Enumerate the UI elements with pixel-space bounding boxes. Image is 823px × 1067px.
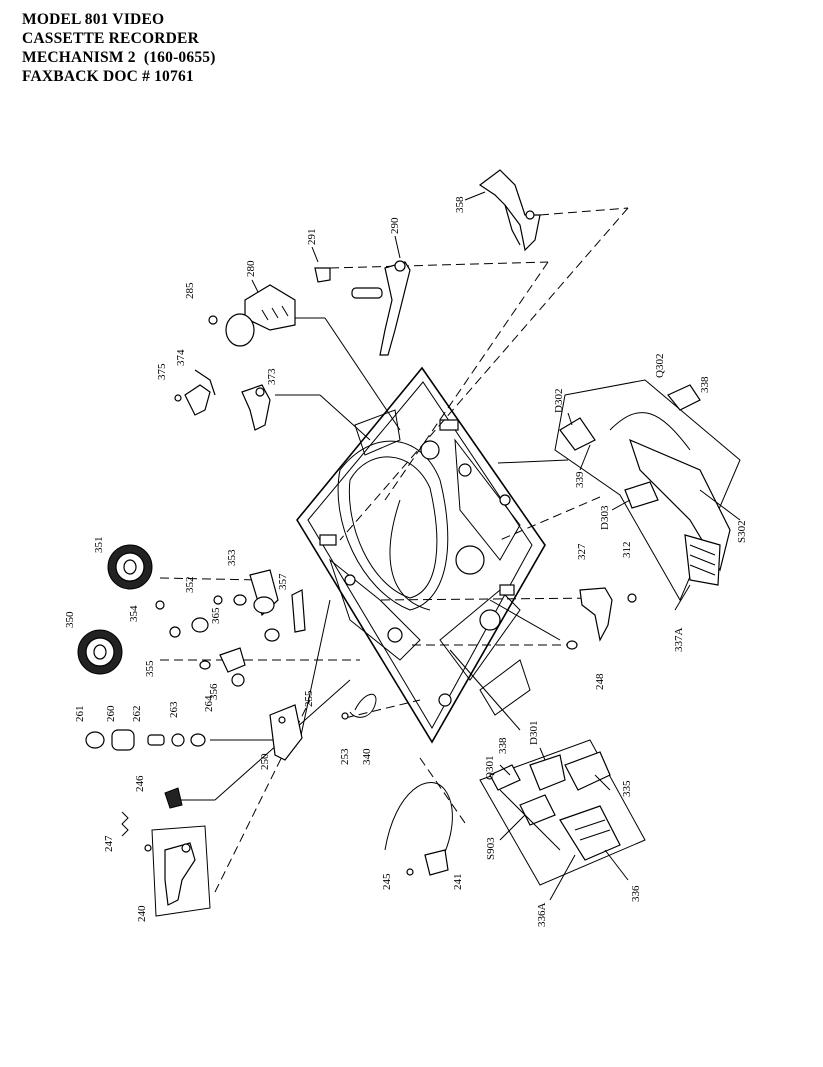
gear-350	[77, 629, 123, 675]
label-358: 358	[454, 196, 466, 213]
label-Q301: Q301	[484, 756, 496, 780]
label-247: 247	[103, 835, 115, 852]
part-280-spring-assy	[208, 284, 296, 347]
label-365: 365	[210, 607, 222, 624]
label-339: 339	[574, 471, 586, 488]
label-264: 264	[203, 695, 215, 712]
reel-assembly-parts	[155, 569, 306, 687]
label-373: 373	[266, 368, 278, 385]
label-354: 354	[128, 605, 140, 622]
label-353: 353	[226, 549, 238, 566]
label-261: 261	[74, 706, 86, 723]
label-S302: S302	[736, 520, 748, 543]
label-355: 355	[144, 660, 156, 677]
label-285: 285	[184, 282, 196, 299]
label-337A: 337A	[673, 628, 685, 653]
sensor-board-lower	[479, 739, 646, 886]
sensor-board-upper	[554, 379, 741, 602]
part-246-gear	[164, 787, 183, 809]
label-350: 350	[64, 611, 76, 628]
label-338-upper: 338	[699, 376, 711, 393]
gear-351	[107, 544, 153, 590]
header-mechanism-line: MECHANISM 2 (160-0655)	[22, 49, 216, 66]
part-290-lever	[314, 260, 411, 356]
header-model-line: MODEL 801 VIDEO	[22, 11, 165, 28]
part-327-bracket	[566, 587, 637, 650]
part-labels: 358 290 291 280 285 374 375 373 Q302 D30…	[64, 196, 748, 927]
header-product-line: CASSETTE RECORDER	[22, 30, 199, 47]
label-leaders	[251, 191, 741, 901]
label-D301: D301	[528, 721, 540, 745]
part-373-arm	[241, 384, 271, 431]
label-336A: 336A	[536, 903, 548, 928]
main-chassis	[296, 366, 546, 744]
label-Q302: Q302	[654, 354, 666, 378]
part-247-spring	[121, 811, 152, 852]
label-338-lower: 338	[497, 737, 509, 754]
part-374-arm	[174, 369, 216, 416]
label-D302: D302	[553, 389, 565, 413]
part-358-arm	[478, 169, 541, 252]
label-374: 374	[175, 349, 187, 366]
label-375: 375	[156, 363, 168, 380]
label-335: 335	[621, 780, 633, 797]
label-241: 241	[452, 874, 464, 891]
label-S903: S903	[485, 837, 497, 860]
label-356: 356	[208, 683, 220, 700]
label-260: 260	[105, 705, 117, 722]
leader-lines	[159, 207, 629, 893]
label-245: 245	[381, 873, 393, 890]
capstan-parts	[85, 729, 206, 751]
header-doc-line: FAXBACK DOC # 10761	[22, 68, 194, 85]
part-340-spring	[341, 693, 377, 720]
label-255-upper: 255	[303, 690, 315, 707]
label-280: 280	[245, 260, 257, 277]
label-248: 248	[594, 673, 606, 690]
label-240: 240	[136, 905, 148, 922]
label-336: 336	[630, 885, 642, 902]
label-D303: D303	[599, 505, 611, 530]
label-253: 253	[339, 748, 351, 765]
label-312: 312	[621, 542, 633, 559]
label-246: 246	[134, 775, 146, 792]
label-340: 340	[361, 748, 373, 765]
label-352: 352	[184, 577, 196, 594]
label-357: 357	[277, 573, 289, 590]
part-240-box	[151, 825, 211, 917]
part-241-belt	[384, 782, 453, 876]
label-262: 262	[131, 706, 143, 723]
label-290: 290	[389, 217, 401, 234]
label-250: 250	[259, 753, 271, 770]
label-351: 351	[93, 537, 105, 554]
label-291: 291	[306, 229, 318, 246]
label-327: 327	[576, 543, 588, 560]
part-250-assy	[269, 704, 303, 761]
document-header: MODEL 801 VIDEO CASSETTE RECORDER MECHAN…	[22, 10, 216, 86]
label-263: 263	[168, 701, 180, 718]
